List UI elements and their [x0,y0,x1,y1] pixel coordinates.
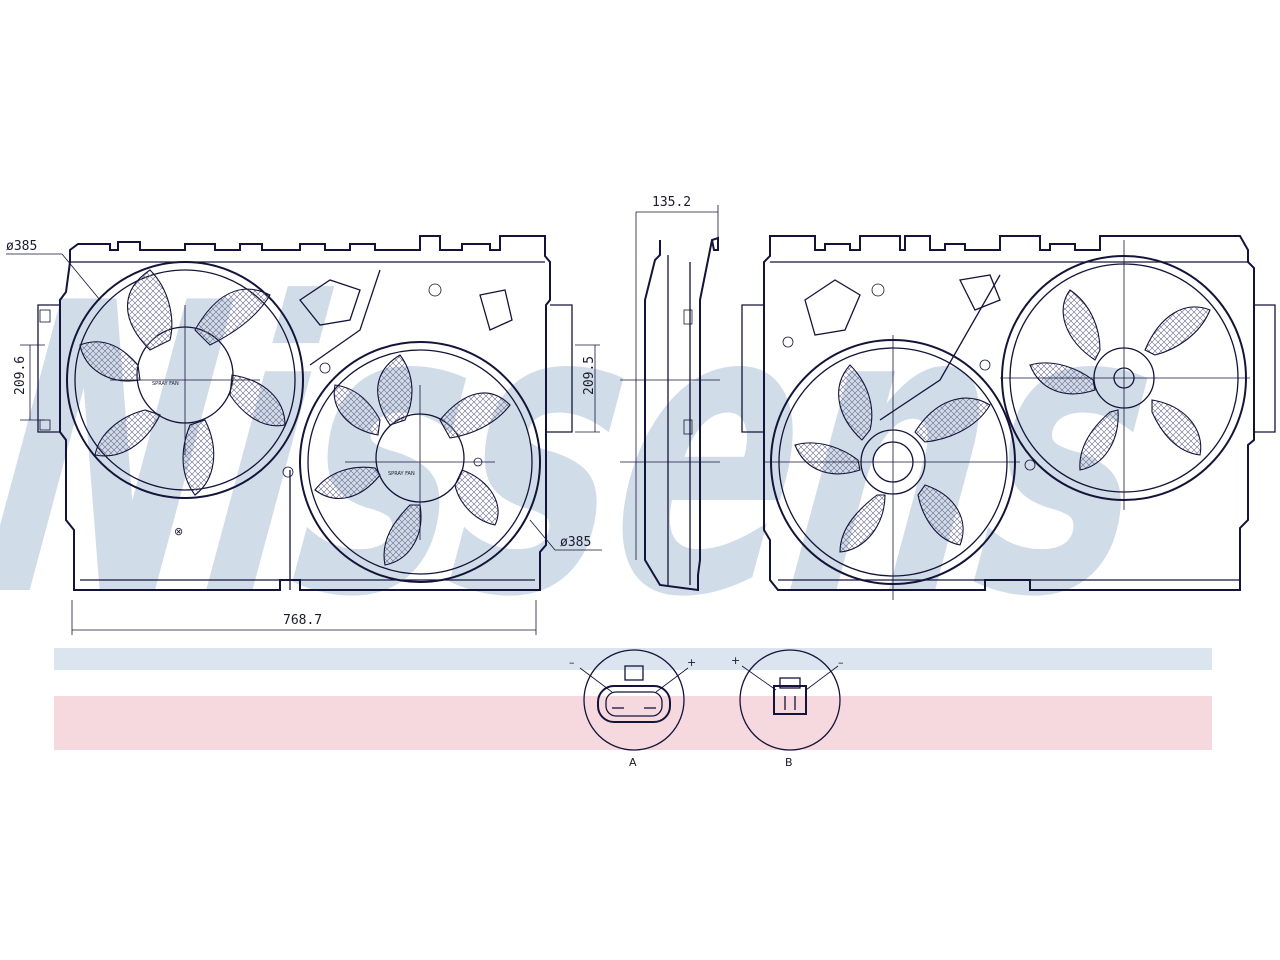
front-view: SPRAY FAN ⊗ SPRAY FAN [37,235,573,591]
connector-a-plus: + [687,656,696,669]
connector-b-label: B [785,756,793,769]
connector-a-label: A [629,756,637,769]
svg-text:⊗: ⊗ [174,525,183,538]
dim-overall-width: 768.7 [283,613,322,628]
band-blue [54,648,1212,670]
connector-b-minus: – [838,656,844,669]
svg-text:SPRAY FAN: SPRAY FAN [388,471,415,477]
right-fan-blades [314,354,511,566]
connector-a-minus: – [569,656,575,669]
dim-fan-diameter-right: ø385 [560,535,591,550]
dim-depth: 135.2 [652,195,691,210]
rear-left-fan-blades [794,364,991,553]
front-dimensions: ø385 ø385 768.7 209.6 209.5 [6,239,602,635]
rear-view [741,235,1276,600]
svg-text:SPRAY FAN: SPRAY FAN [152,381,179,387]
watermark-logo: Nissens [0,219,1179,685]
dim-fan-diameter-left: ø385 [6,239,37,254]
dim-height-left: 209.6 [13,356,28,395]
connector-b-plus: + [731,654,740,667]
connector-a: – + A [569,649,696,769]
connector-b: + – B [731,649,844,769]
side-view: 135.2 [620,195,720,592]
dim-height-right: 209.5 [582,356,597,395]
left-fan-blades [79,269,286,496]
